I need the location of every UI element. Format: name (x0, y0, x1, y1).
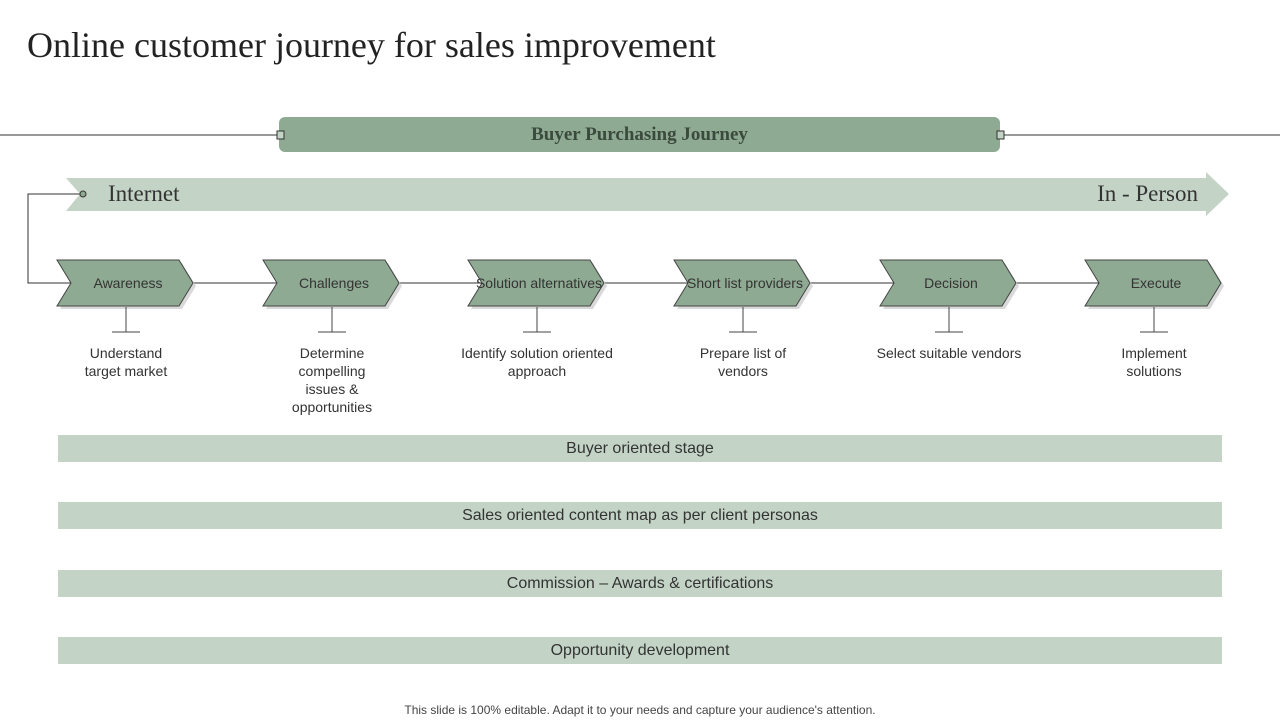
arrow-connector (27, 193, 83, 284)
stage-chevron (56, 259, 194, 307)
commission-bar: Commission – Awards & certifications (58, 570, 1222, 597)
stage-description: Implement solutions (1121, 345, 1187, 379)
stage-description: Identify solution oriented approach (461, 345, 613, 379)
stage-chevron (262, 259, 400, 307)
stage-label: Challenges (298, 275, 370, 291)
footer-note: This slide is 100% editable. Adapt it to… (404, 703, 876, 717)
internet-label: Internet (108, 181, 180, 206)
opportunity-development-bar: Opportunity development (58, 637, 1222, 664)
sales-content-map-bar: Sales oriented content map as per client… (58, 502, 1222, 529)
internet-to-in-person-arrow (66, 172, 1229, 216)
in-person-label: In - Person (1097, 181, 1198, 206)
buyer-purchasing-journey-banner: Buyer Purchasing Journey (279, 117, 1000, 152)
stage-description: Select suitable vendors (876, 345, 1022, 361)
stage-stem (1140, 307, 1168, 333)
stage-stem (112, 307, 140, 333)
stage-chevron (1084, 259, 1222, 307)
connector-dot (79, 190, 87, 198)
page-title: Online customer journey for sales improv… (27, 25, 716, 65)
stage-chevron (879, 259, 1017, 307)
stage-label: Solution alternatives (475, 275, 603, 291)
stage-stem (935, 307, 963, 333)
stage-label: Execute (1130, 275, 1182, 291)
stage-chevron (467, 259, 605, 307)
stage-description: Determine compelling issues & opportunit… (291, 345, 373, 415)
stage-label: Short list providers (687, 275, 803, 291)
stage-label: Decision (924, 275, 978, 291)
stage-chevron (673, 259, 811, 307)
stage-description: Prepare list of vendors (699, 345, 787, 379)
buyer-oriented-stage-bar: Buyer oriented stage (58, 435, 1222, 462)
stage-label: Awareness (93, 275, 163, 291)
stage-stem (729, 307, 757, 333)
stage-stem (318, 307, 346, 333)
stage-stem (523, 307, 551, 333)
stage-description: Understand target market (84, 345, 168, 379)
